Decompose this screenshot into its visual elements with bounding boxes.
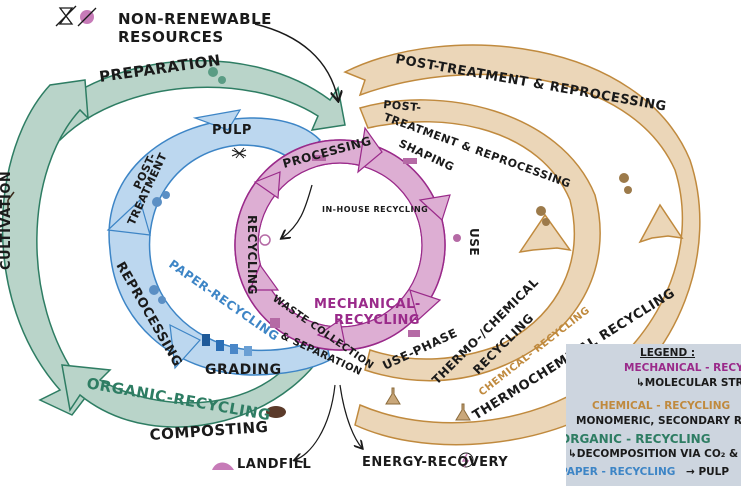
landfill-label: LANDFILL	[237, 457, 311, 472]
mech-bin-icon	[270, 318, 280, 328]
mechanical-cycle	[234, 126, 451, 351]
legend-mechanical-desc: ↳MOLECULAR STRUCTURE	[636, 377, 741, 389]
flask-icon-thermo	[385, 387, 401, 405]
legend-panel: LEGEND : MECHANICAL - RECYCLING ↳MOLECUL…	[566, 344, 741, 486]
crossed-recycle-icon	[77, 7, 97, 27]
chemical-inner-label-1: POST-	[383, 98, 422, 114]
mechanical-title-2: RECYCLING	[334, 313, 420, 328]
legend-chemical-name: CHEMICAL - RECYCLING	[592, 400, 731, 412]
mech-recycle-icon	[259, 234, 271, 246]
mech-arrowhead-2	[418, 194, 451, 222]
organic-arrow-top	[38, 59, 346, 142]
landfill-arrow	[295, 384, 336, 460]
mech-arrowhead-1	[357, 126, 383, 174]
legend-organic-desc: ↳DECOMPOSITION VIA CO₂ & MINERALIZATION	[568, 448, 741, 460]
gears-icon-chemical-inner	[536, 206, 550, 226]
step-cultivation: CULTIVATION	[0, 171, 14, 270]
legend-paper-name: PAPER - RECYCLING	[566, 466, 676, 478]
crossed-hourglass-icon	[55, 5, 77, 27]
mechanical-title-1: MECHANICAL-	[314, 297, 421, 312]
step-use: USE	[467, 228, 481, 256]
non-renewable-arrow	[254, 23, 338, 100]
mech-usephase-icon	[408, 330, 420, 337]
mech-arrowhead-6	[253, 171, 281, 200]
mech-arrowhead-5	[249, 263, 280, 291]
mech-arrowhead-4	[316, 318, 346, 346]
mech-process-icon	[312, 155, 326, 161]
chemical-arrow-inner-head	[518, 213, 572, 254]
step-grading: GRADING	[205, 362, 282, 378]
in-house-recycling-label: IN-HOUSE RECYCLING	[322, 205, 428, 214]
step-pulp: PULP	[212, 123, 252, 138]
paper-bins-icon	[202, 334, 252, 356]
flask-icon-thermochemical	[455, 403, 471, 421]
gears-icon-paper-post-treatment	[152, 191, 170, 207]
energy-bolt-icon	[458, 452, 474, 468]
landfill-icon	[212, 462, 234, 470]
gears-icon-preparation	[208, 67, 226, 84]
chemical-arrow-outer-head	[638, 203, 684, 244]
organic-arrow-left	[1, 79, 97, 416]
mech-arrowhead-3	[409, 289, 442, 322]
legend-mechanical-name: MECHANICAL - RECYCLING	[624, 362, 741, 374]
energy-recovery-label: ENERGY-RECOVERY	[362, 455, 508, 470]
step-recycling: RECYCLING	[245, 215, 259, 295]
mech-shaping-icon	[403, 158, 417, 164]
paper-cycle	[106, 109, 331, 376]
in-house-arrow	[282, 184, 313, 238]
organic-arrow-bottom	[61, 329, 337, 428]
chemical-arrow-inner	[358, 99, 601, 382]
non-renewable-label-2: RESOURCES	[118, 28, 224, 46]
legend-chemical-desc: MONOMERIC, SECONDARY RAW MATERIAL	[576, 415, 741, 427]
paper-arrow-head-3	[169, 323, 201, 370]
gears-icon-paper-reprocessing	[149, 285, 166, 304]
paper-arrow-head-2	[106, 198, 151, 236]
legend-organic-name: ORGANIC - RECYCLING	[566, 432, 711, 446]
non-renewable-label-1: NON-RENEWABLE	[118, 10, 272, 28]
gears-icon-chemical-outer	[619, 173, 632, 194]
pulp-fibers-icon	[231, 147, 247, 159]
compost-icon	[266, 406, 286, 418]
chemical-arrow-outer	[343, 44, 701, 446]
paper-ring	[108, 117, 331, 376]
legend-paper-desc: → PULP	[686, 466, 730, 478]
mech-users-icon	[453, 234, 461, 242]
legend-title: LEGEND :	[640, 347, 696, 359]
chemical-cycle	[343, 44, 701, 446]
plant-icon-cultivation	[7, 191, 15, 210]
organic-cycle	[1, 59, 346, 428]
paper-arrow-head-1	[192, 109, 242, 131]
energy-recovery-arrow	[339, 384, 362, 448]
